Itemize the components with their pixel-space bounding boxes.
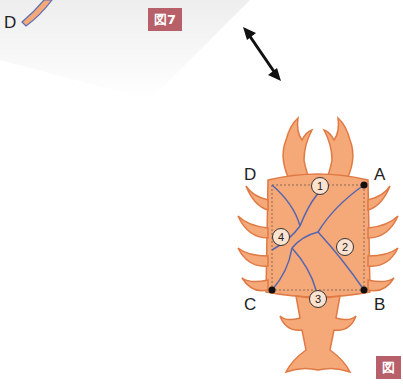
vertex-label: D [244, 166, 256, 183]
vertex-label: C [244, 296, 256, 313]
callout-number: 3 [309, 290, 327, 308]
vertex-label: A [374, 166, 385, 183]
figure-tag: 図7 [148, 8, 182, 31]
vertex-label: B [374, 296, 385, 313]
figure-tag: 図 [376, 356, 401, 379]
point-label: D [4, 14, 16, 31]
callout-number: 1 [311, 177, 329, 195]
callout-number: 2 [336, 238, 354, 256]
callout-number: 4 [272, 228, 290, 246]
